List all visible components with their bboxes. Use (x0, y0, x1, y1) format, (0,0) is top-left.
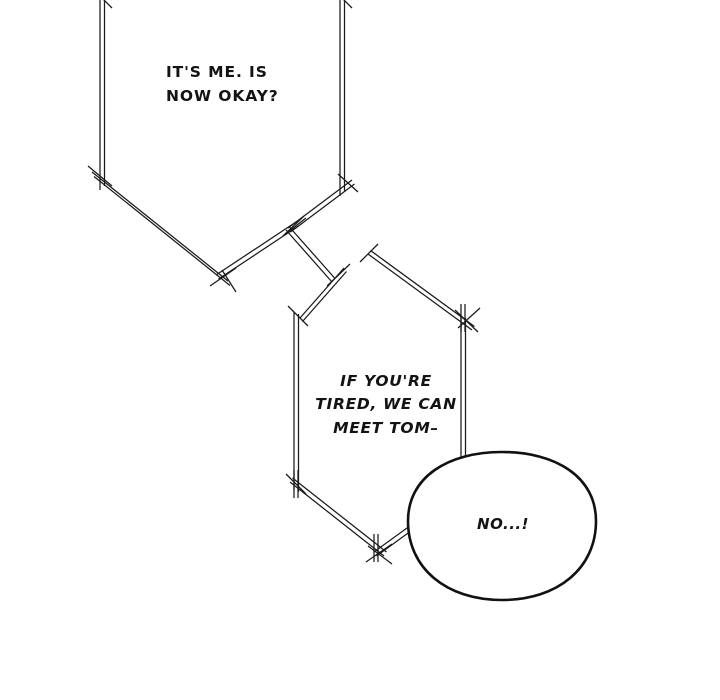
bubble-2-text: IF YOU'RE TIRED, WE CAN MEET TOM– (315, 372, 457, 437)
bubble-1-outline (87, 0, 359, 293)
bubble-2-outline (282, 217, 481, 565)
bubble-1-text: IT'S ME. IS NOW OKAY? (166, 63, 279, 106)
bubble-3-outline (406, 450, 598, 602)
bubble-3-text: NO...! (477, 515, 529, 533)
